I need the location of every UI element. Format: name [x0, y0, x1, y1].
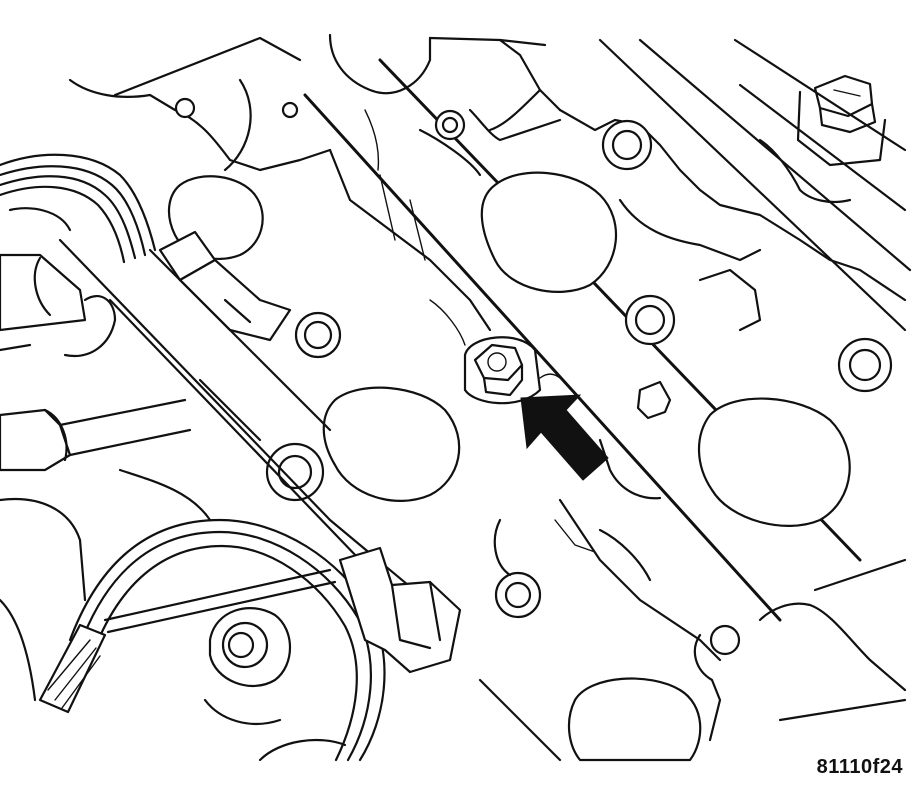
bolt-holes — [174, 97, 893, 619]
port-upper — [480, 171, 618, 293]
manifold-gasket-rail — [303, 58, 862, 622]
top-bolt — [758, 74, 887, 204]
casting-contours — [223, 78, 762, 762]
port-right — [697, 397, 851, 527]
pointer-arrow-icon — [520, 394, 609, 481]
figure-code-label: 81110f24 — [816, 756, 903, 778]
cylinder-head-outline — [68, 33, 912, 332]
bottom-bushing — [203, 607, 347, 762]
port-bottom — [567, 677, 702, 762]
frame-edges — [0, 468, 212, 702]
lower-wire-loop — [38, 518, 462, 762]
lower-structure — [429, 299, 907, 742]
left-harness-and-connectors — [0, 153, 452, 622]
target-bolt — [463, 336, 561, 405]
port-left — [322, 386, 461, 502]
intake-ports — [167, 171, 851, 762]
